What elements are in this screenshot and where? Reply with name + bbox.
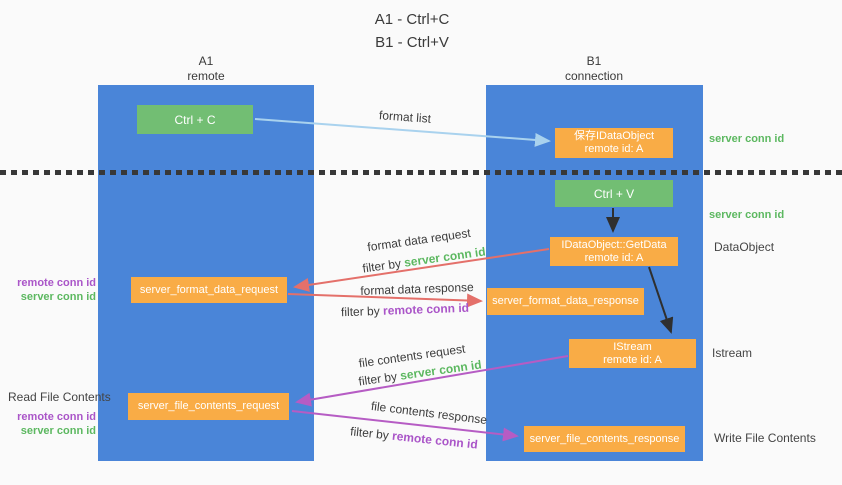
ctrl-c-node: Ctrl + C	[137, 105, 253, 134]
conn-id-stack-lower: remote conn id server conn id	[12, 410, 96, 438]
file-response-label: server_file_contents_response	[529, 432, 680, 445]
filter-prefix-1: filter by	[361, 255, 406, 276]
remote-conn-id-annotation-1: remote conn id	[17, 277, 96, 289]
istream-line1: IStream	[613, 340, 652, 353]
filter-prefix-3: filter by	[357, 368, 402, 389]
lane-a1-name: A1	[198, 54, 214, 68]
filter-key-remote-2: remote conn id	[391, 428, 479, 452]
dataobject-annotation: DataObject	[714, 240, 775, 254]
ctrl-c-label: Ctrl + C	[174, 112, 216, 127]
file-request-label: server_file_contents_request	[137, 400, 280, 412]
read-file-contents-annotation: Read File Contents	[8, 390, 111, 404]
lane-a1-role: remote	[187, 69, 225, 83]
remote-conn-id-annotation-2: remote conn id	[17, 411, 96, 423]
filter-by-remote-conn-id-label-1: filter by remote conn id	[341, 301, 469, 319]
lane-b1-name: B1	[586, 54, 602, 68]
server-conn-id-annotation-top: server conn id	[709, 133, 785, 145]
filter-by-remote-conn-id-label-2: filter by remote conn id	[350, 424, 479, 451]
format-response-label: server_format_data_response	[492, 295, 639, 307]
save-dataobject-line1: 保存IDataObject	[573, 130, 655, 142]
server-conn-id-annotation-1: server conn id	[20, 291, 96, 303]
ctrl-v-node: Ctrl + V	[555, 180, 673, 207]
conn-id-stack-upper: remote conn id server conn id	[12, 276, 96, 304]
lane-header-a1: A1 remote	[146, 54, 266, 84]
server-file-contents-response-node: server_file_contents_response	[524, 426, 685, 452]
server-conn-id-annotation-2: server conn id	[20, 425, 96, 437]
title-line-2: B1 - Ctrl+V	[375, 34, 449, 51]
server-format-data-request-node: server_format_data_request	[131, 277, 287, 303]
format-data-response-label: format data response	[360, 280, 474, 298]
filter-key-server-1: server conn id	[403, 244, 487, 270]
getdata-line2: remote id: A	[584, 251, 644, 264]
lane-b1-role: connection	[564, 69, 624, 83]
server-file-contents-request-node: server_file_contents_request	[128, 393, 289, 420]
server-conn-id-annotation-mid: server conn id	[709, 209, 785, 221]
istream-annotation: Istream	[712, 346, 753, 360]
file-contents-response-label: file contents response	[370, 398, 488, 428]
idataobject-getdata-node: IDataObject::GetData remote id: A	[550, 237, 678, 266]
istream-line2: remote id: A	[603, 353, 662, 366]
filter-prefix-2: filter by	[340, 303, 384, 320]
title-line-1: A1 - Ctrl+C	[374, 11, 450, 28]
save-dataobject-node: 保存IDataObject remote id: A	[555, 128, 673, 158]
machine-boundary-dashed-line	[0, 170, 842, 175]
server-format-data-response-node: server_format_data_response	[487, 288, 644, 315]
filter-prefix-4: filter by	[349, 424, 393, 443]
save-dataobject-line2: remote id: A	[584, 143, 644, 155]
getdata-line1: IDataObject::GetData	[561, 238, 667, 251]
write-file-contents-annotation: Write File Contents	[714, 431, 816, 445]
format-list-label: format list	[378, 108, 432, 126]
lane-header-b1: B1 connection	[534, 54, 654, 84]
istream-node: IStream remote id: A	[569, 339, 696, 368]
ctrl-v-label: Ctrl + V	[593, 186, 635, 201]
filter-key-remote-1: remote conn id	[382, 300, 470, 318]
format-request-label: server_format_data_request	[139, 283, 279, 296]
diagram-title: A1 - Ctrl+C B1 - Ctrl+V	[262, 8, 562, 54]
